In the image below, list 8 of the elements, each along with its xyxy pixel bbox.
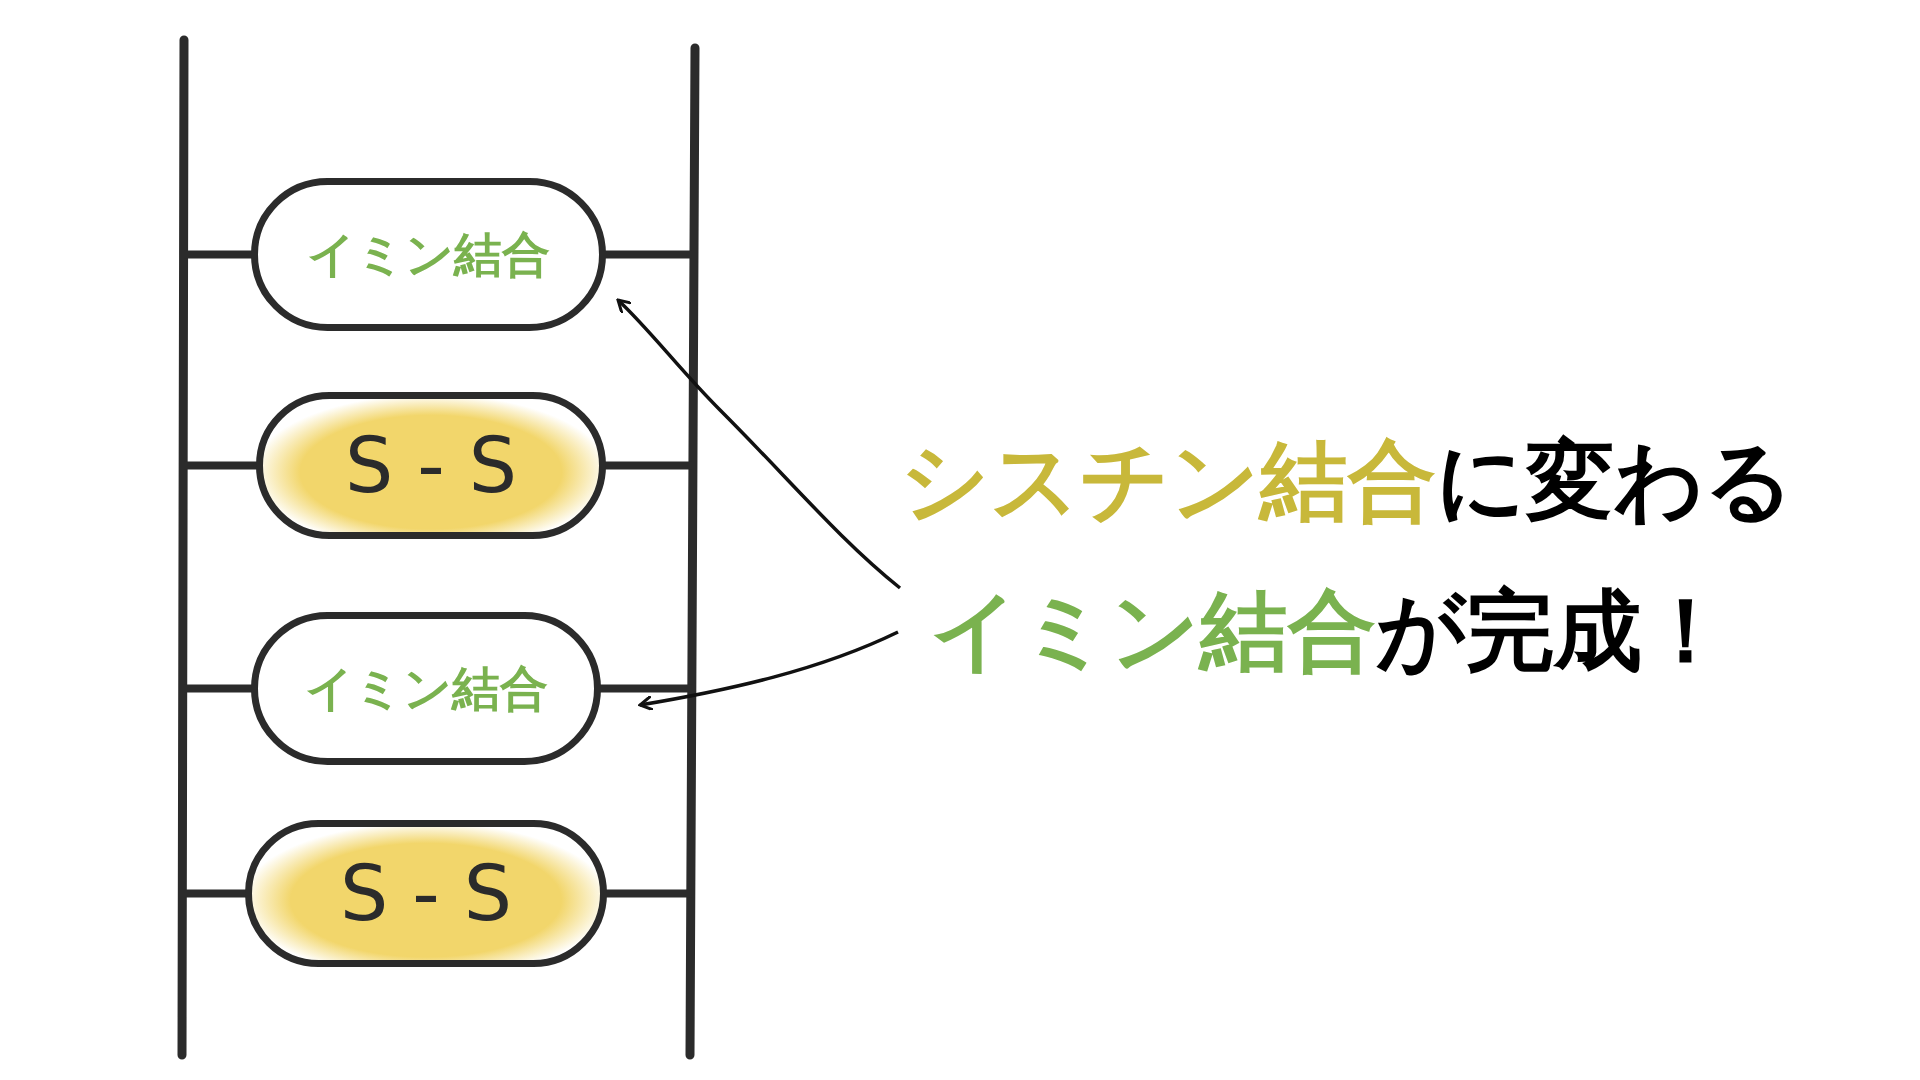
arrow bbox=[616, 298, 902, 590]
arrow bbox=[638, 630, 899, 712]
annotation-text: イミン結合が完成！ bbox=[929, 577, 1731, 684]
bond-label: イミン結合 bbox=[307, 224, 550, 284]
bond-label: S - S bbox=[344, 421, 518, 510]
annotation-text: シスチン結合に変わる bbox=[900, 427, 1794, 534]
bond-label: イミン結合 bbox=[304, 658, 548, 718]
bond-label: S - S bbox=[339, 849, 513, 938]
